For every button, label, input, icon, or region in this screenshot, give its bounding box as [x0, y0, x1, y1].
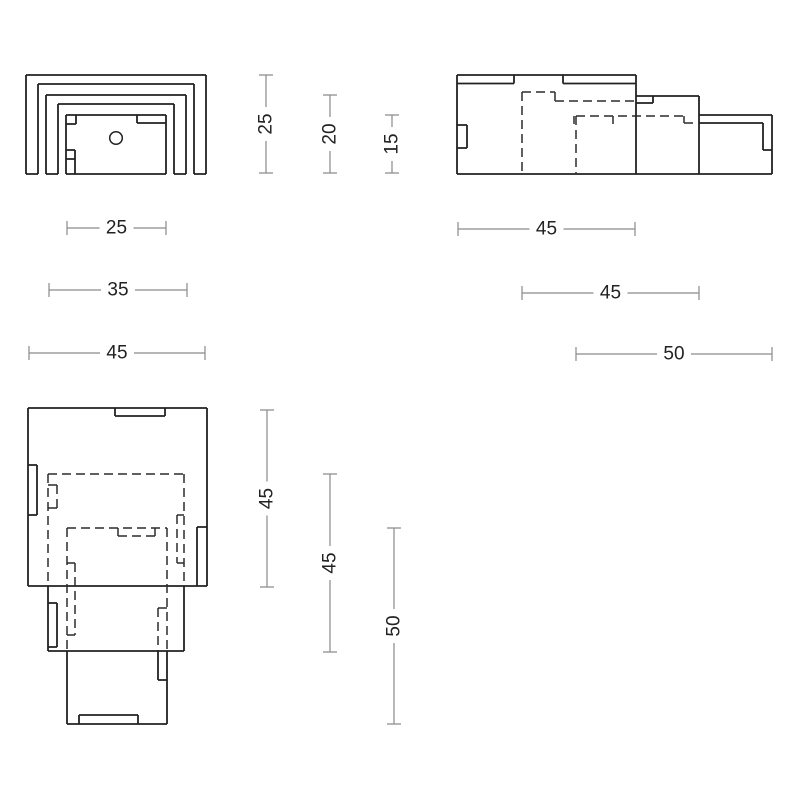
dim-height-15: 15 — [382, 114, 403, 174]
top-hidden-lines — [47, 473, 185, 651]
dim-width-45: 45 — [28, 343, 206, 364]
dim-top-50: 50 — [384, 527, 405, 725]
side-solid-lines — [456, 74, 773, 175]
dim-width-35-label: 35 — [107, 280, 128, 301]
front-hole — [108, 130, 124, 146]
dim-top-50-label: 50 — [384, 615, 405, 636]
dim-width-35: 35 — [48, 280, 188, 301]
dim-height-20: 20 — [320, 94, 341, 174]
front-view — [25, 74, 207, 175]
top-solid-lines — [27, 407, 208, 725]
front-medium-table — [45, 94, 187, 175]
dim-side-50-label: 50 — [663, 344, 684, 365]
side-hidden-lines — [521, 91, 693, 174]
dim-width-45-label: 45 — [106, 343, 127, 364]
dim-top-45b-label: 45 — [320, 552, 341, 573]
top-view — [27, 407, 208, 725]
side-view — [456, 74, 773, 175]
dim-height-25-label: 25 — [256, 113, 277, 134]
dim-top-45a-label: 45 — [257, 488, 278, 509]
dim-width-25: 25 — [66, 218, 167, 239]
dimensions: 25 20 15 25 35 45 45 45 — [28, 74, 773, 725]
front-small-table — [65, 114, 167, 175]
front-large-table — [25, 74, 207, 175]
dim-side-45a-label: 45 — [536, 219, 557, 240]
dim-side-45a: 45 — [457, 219, 636, 240]
dim-width-25-label: 25 — [106, 218, 127, 239]
dim-side-50: 50 — [575, 344, 773, 365]
dim-height-25: 25 — [256, 74, 277, 174]
dim-side-45b: 45 — [521, 283, 700, 304]
dim-top-45a: 45 — [257, 409, 278, 588]
dim-height-15-label: 15 — [382, 133, 403, 154]
dim-side-45b-label: 45 — [600, 283, 621, 304]
dim-height-20-label: 20 — [320, 123, 341, 144]
dim-top-45b: 45 — [320, 473, 341, 653]
